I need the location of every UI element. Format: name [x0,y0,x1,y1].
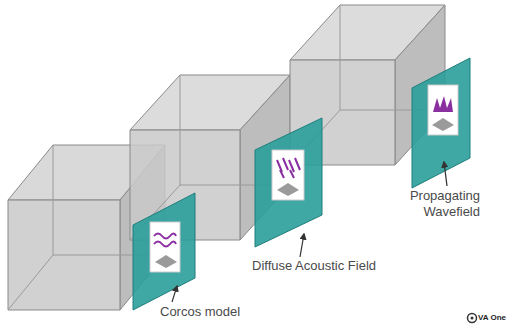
leader-arrow [172,286,177,302]
leader-arrow [444,162,447,186]
logo-mark [471,317,474,320]
panel [412,58,470,188]
callout-label: Diffuse Acoustic Field [252,258,422,274]
panel [255,118,322,247]
logo-mark [468,314,477,323]
logo-text: VA One [478,312,510,323]
callout-label: Propagating Wavefield [398,188,480,220]
panel [133,193,195,310]
callout-label: Corcos model [160,304,280,320]
leader-arrow [300,234,304,257]
